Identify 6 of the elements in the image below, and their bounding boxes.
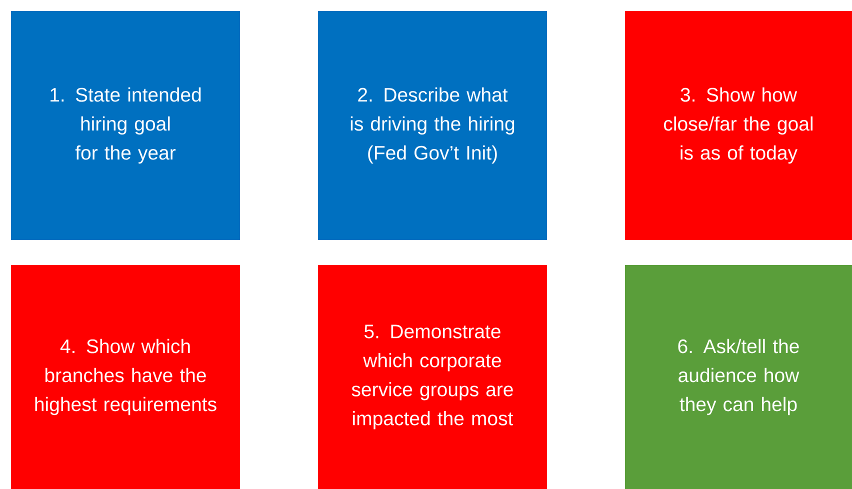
step-box: 5. Demonstrate which corporate service groups are impacted the most <box>318 265 547 489</box>
step-box: 2. Describe what is driving the hiring (Fed Gov’t Init) <box>318 11 547 240</box>
step-box: 6. Ask/tell the audience how they can help <box>625 265 852 489</box>
step-box: 1. State intended hiring goal for the year <box>11 11 240 240</box>
step-box: 4. Show which branches have the highest requirements <box>11 265 240 489</box>
step-box: 3. Show how close/far the goal is as of today <box>625 11 852 240</box>
